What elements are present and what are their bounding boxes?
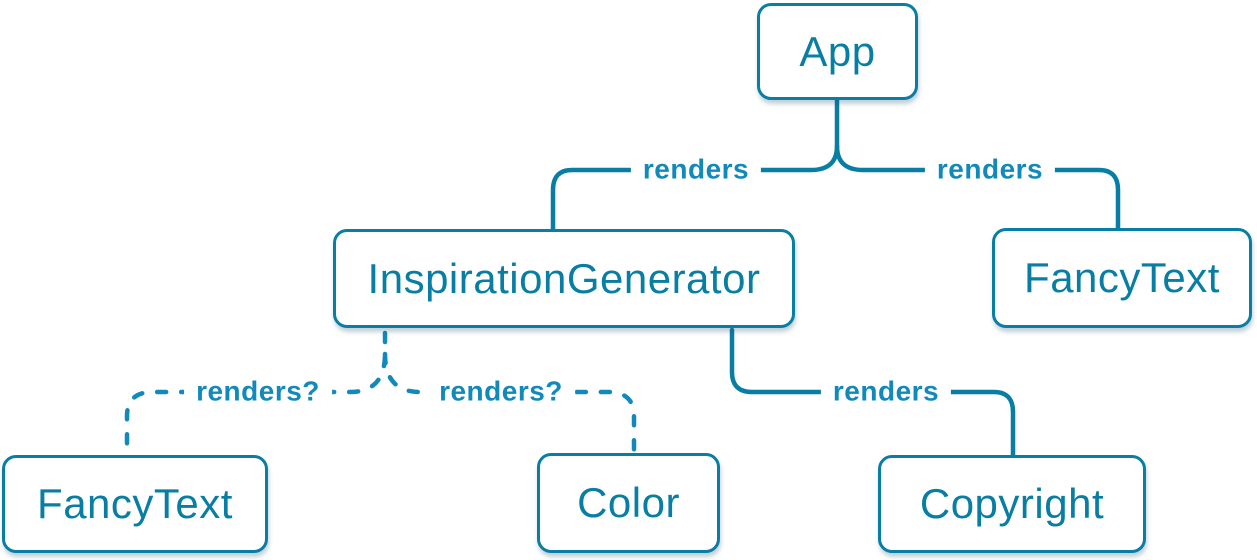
- edge-label-renders-optional-fancytext: renders?: [184, 374, 332, 410]
- edge-label-renders-app-fancytext: renders: [924, 152, 1056, 188]
- node-inspiration-generator-label: InspirationGenerator: [367, 254, 761, 302]
- edge-app-fancytext: [834, 143, 1121, 231]
- node-app: App: [757, 3, 918, 100]
- edge-label-renders-copyright: renders: [820, 374, 952, 410]
- node-copyright-label: Copyright: [919, 480, 1105, 527]
- node-color-label: Color: [577, 479, 680, 526]
- node-copyright: Copyright: [878, 455, 1146, 553]
- node-fancy-text-bottom: FancyText: [2, 455, 268, 553]
- edge-label-renders-optional-color: renders?: [427, 374, 575, 410]
- edge-inspirationgenerator-fancytext: [124, 330, 388, 458]
- node-fancy-text-bottom-label: FancyText: [37, 480, 233, 527]
- node-inspiration-generator: InspirationGenerator: [333, 229, 795, 328]
- node-fancy-text-top: FancyText: [992, 228, 1252, 328]
- node-color: Color: [537, 453, 720, 553]
- edge-label-renders-app-inspirationgenerator: renders: [630, 152, 762, 188]
- node-fancy-text-top-label: FancyText: [1024, 254, 1220, 301]
- node-app-label: App: [799, 27, 876, 75]
